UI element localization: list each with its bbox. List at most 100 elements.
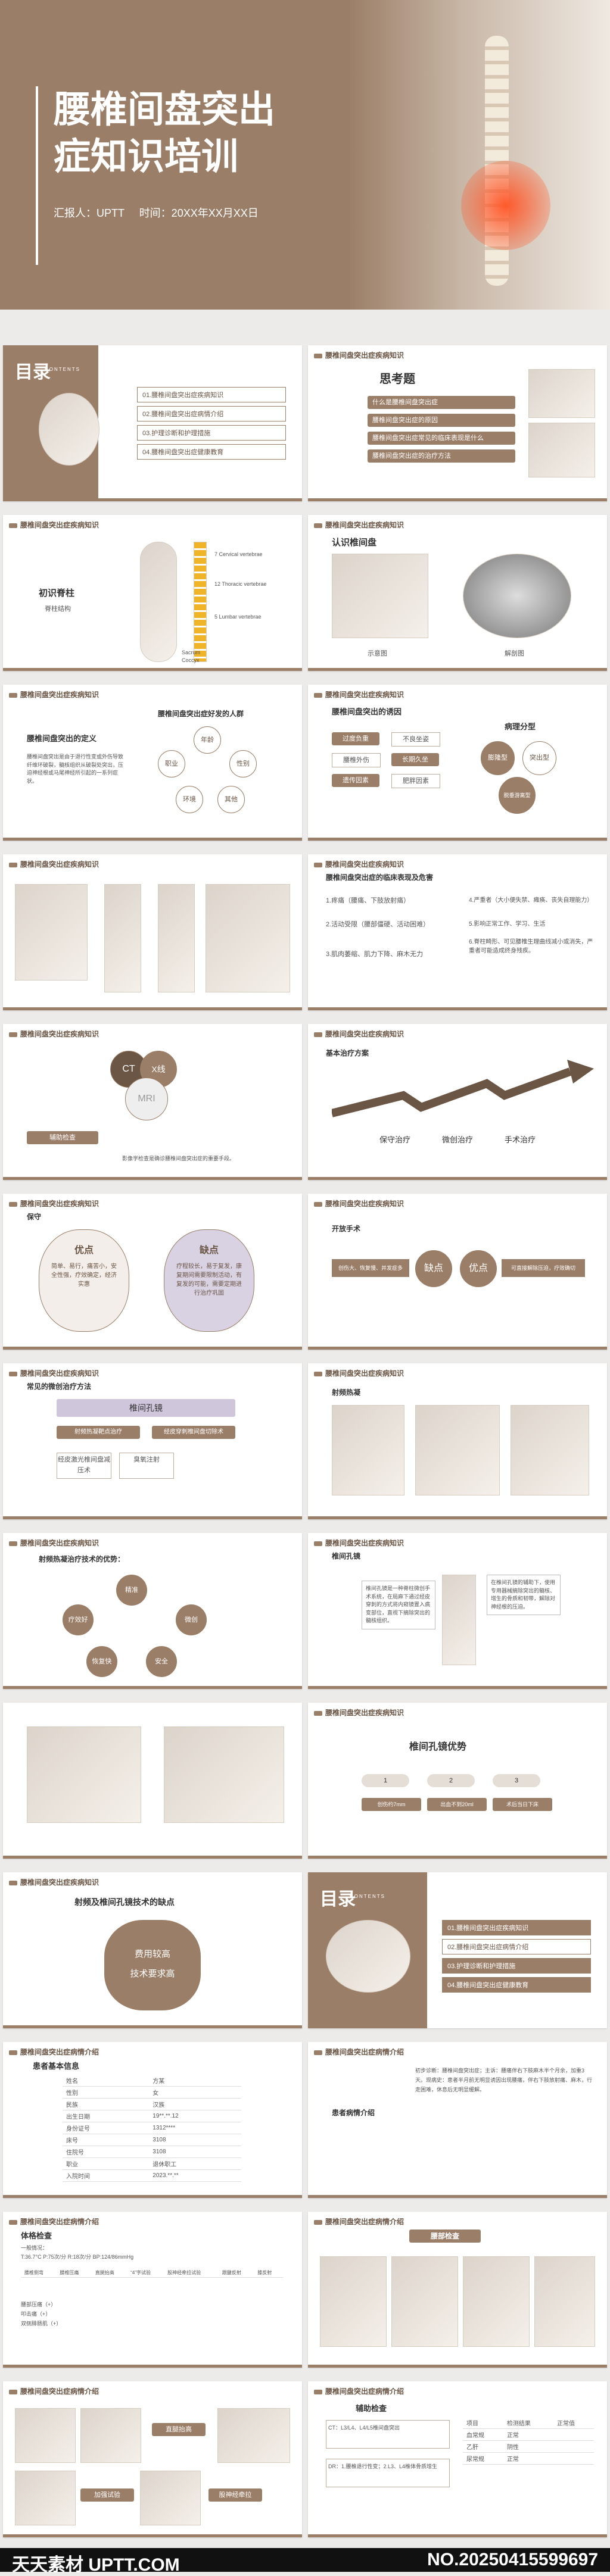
- watermark-left: 天天素材 UPTT.COM: [12, 2555, 180, 2575]
- info-key: 身份证号: [63, 2122, 150, 2134]
- surgery-right-arrow: 可直接解除压迫，疗效确切: [502, 1259, 585, 1277]
- slide-header: 腰椎间盘突出症疾病知识: [9, 1538, 99, 1548]
- exam-col: 直腿抬高: [91, 2268, 127, 2278]
- cons-con-text: 疗程较长，易于复发，康复期间需要限制活动，有复发的可能，需要定期进行治疗巩固: [176, 1263, 242, 1297]
- toc-slide: 目录 CONTENTS 01.腰椎间盘突出症疾病知识 02.腰椎间盘突出症病情介…: [3, 345, 302, 501]
- toc2-item-2[interactable]: 02.腰椎间盘突出症病情介绍: [442, 1939, 591, 1954]
- exam-sub: 一般情况：: [21, 2245, 48, 2251]
- flow-item-2: 加强试验: [80, 2488, 134, 2502]
- toc2-item-1[interactable]: 01.腰椎间盘突出症疾病知识: [442, 1920, 591, 1935]
- think-item-3: 腰椎间盘突出症常见的临床表现是什么: [368, 432, 515, 445]
- clinic-item-6: 6.脊柱畸形、可见腰椎生理曲线减小或消失，严重者可能造成终身残疾。: [469, 939, 593, 954]
- type-2: 突出型: [522, 741, 556, 775]
- info-val: 退休职工: [149, 2157, 241, 2170]
- endo-adv-slide: 腰椎间盘突出症疾病知识 椎间孔镜优势 1 2 3 创伤约7mm 出血不到20ml…: [308, 1703, 607, 1859]
- slide-footer: [3, 838, 302, 841]
- plan-item-2: 微创治疗: [442, 1135, 474, 1144]
- slide-footer: [3, 1516, 302, 1519]
- clinic-item-4: 4.严重者（大小便失禁、瘫痪、丧失自理能力）: [469, 897, 593, 904]
- rf-image-1: [332, 1405, 404, 1495]
- rf-image-2: [415, 1405, 500, 1495]
- spine-title: 初识脊柱: [39, 588, 75, 598]
- cover-meta: 汇报人：UPTT 时间：20XX年XX月XX日: [54, 205, 411, 220]
- slide-footer: [308, 2534, 607, 2537]
- flow-photo-2: [80, 2408, 141, 2463]
- info-key: 姓名: [63, 2075, 150, 2087]
- toc2-item-4[interactable]: 04.腰椎间盘突出症健康教育: [442, 1977, 591, 1993]
- rf-adv-slide: 腰椎间盘突出症疾病知识 射频热凝治疗技术的优势： 精准 微创 安全 恢复快 疗效…: [3, 1533, 302, 1689]
- exam-col: “4”字试验: [127, 2268, 164, 2278]
- info-title: 患者基本信息: [33, 2062, 80, 2071]
- imaging-pill: 辅助检查: [27, 1131, 98, 1144]
- cons-title: 保守: [27, 1213, 42, 1221]
- disc-slide: 腰椎间盘突出症疾病知识 认识椎间盘 示意图 解剖图: [308, 515, 607, 671]
- flow-item-1: 直腿抬高: [152, 2423, 206, 2436]
- defect-1: 费用较高: [134, 1949, 170, 1959]
- toc-item-1[interactable]: 01.腰椎间盘突出症疾病知识: [137, 387, 286, 402]
- slide-footer: [308, 1686, 607, 1689]
- toc-item-3[interactable]: 03.护理诊断和护理措施: [137, 425, 286, 441]
- endo-adv-title: 椎间孔镜优势: [409, 1742, 467, 1752]
- rf-adv-2: 微创: [176, 1604, 207, 1635]
- lumbar-slide: 腰椎间盘突出症病情介绍 腰部检查: [308, 2212, 607, 2368]
- anatomy-image-2: [104, 884, 141, 992]
- toc-word: 目录: [15, 363, 51, 382]
- info-val: 3108: [149, 2134, 241, 2146]
- flow-photo-1: [15, 2408, 76, 2463]
- cause-5: 遗传因素: [332, 774, 379, 787]
- slide-footer: [3, 1347, 302, 1350]
- think-image-2: [528, 423, 595, 477]
- spine-slide: 腰椎间盘突出症疾病知识 初识脊柱 脊柱结构 7 Cervical vertebr…: [3, 515, 302, 671]
- exam-col: 腰椎压痛: [56, 2268, 92, 2278]
- slide-header: 腰椎间盘突出症疾病知识: [9, 1029, 99, 1039]
- endo-left: 椎间孔镜是一种脊柱微创手术系统，在局麻下通过经皮穿刺的方式将内窥镜置入病变部位，…: [362, 1581, 435, 1629]
- info-key: 职业: [63, 2157, 150, 2170]
- aux-slide: 腰椎间盘突出症病情介绍 辅助检查 CT：L3/L4、L4/L5椎间盘突出 DR：…: [308, 2381, 607, 2537]
- slide-header: 腰椎间盘突出症疾病知识: [9, 520, 99, 530]
- rf-adv-3: 安全: [146, 1646, 177, 1677]
- info-key: 住院号: [63, 2146, 150, 2158]
- exam-row-2: 叩击痛（+）: [21, 2311, 51, 2317]
- aux-cell: 阴性: [503, 2440, 554, 2453]
- spine-label-3: 5 Lumbar vertebrae: [214, 614, 262, 620]
- watermark-right: NO.20250415599697: [427, 2550, 598, 2569]
- slide-footer: [308, 838, 607, 841]
- row-7: 腰椎间盘突出症疾病知识 常见的微创治疗方法 椎间孔镜 射频热凝靶点治疗 经皮穿刺…: [0, 1357, 610, 1524]
- think-item-4: 腰椎间盘突出症的治疗方法: [368, 449, 515, 463]
- row-10: 腰椎间盘突出症疾病知识 射频及椎间孔镜技术的缺点 费用较高 技术要求高 目录 C…: [0, 1866, 610, 2033]
- toc-item-2[interactable]: 02.腰椎间盘突出症病情介绍: [137, 406, 286, 421]
- disc-label-a: 示意图: [368, 650, 387, 657]
- toc2-item-3[interactable]: 03.护理诊断和护理措施: [442, 1958, 591, 1974]
- spine-bullet: 脊柱结构: [45, 605, 71, 613]
- row-3: 腰椎间盘突出症疾病知识 腰椎间盘突出的定义 腰椎间盘突出是由于退行性变或外伤导致…: [0, 679, 610, 845]
- rf-adv-title: 射频热凝治疗技术的优势：: [39, 1555, 125, 1563]
- cause-4: 长期久坐: [391, 753, 439, 766]
- rf-adv-1: 精准: [116, 1575, 147, 1606]
- imaging-slide: 腰椎间盘突出症疾病知识 CT X线 MRI 辅助检查 影像学检查是确诊腰椎间盘突…: [3, 1024, 302, 1180]
- plan-item-3: 手术治疗: [505, 1135, 536, 1144]
- rf-adv-4: 恢复快: [86, 1646, 117, 1677]
- slide-footer: [308, 498, 607, 501]
- slide-header: 腰椎间盘突出症疾病知识: [9, 859, 99, 869]
- info-key: 性别: [63, 2086, 150, 2099]
- slide-header: 腰椎间盘突出症病情介绍: [314, 2216, 404, 2227]
- endo-slide: 腰椎间盘突出症疾病知识 椎间孔镜 椎间孔镜是一种脊柱微创手术系统，在局麻下通过经…: [308, 1533, 607, 1689]
- minimal-item-3: 经皮穿刺椎间盘切除术: [152, 1426, 235, 1439]
- exam-col: 膝反射: [254, 2268, 283, 2278]
- slide-footer: [308, 1347, 607, 1350]
- anatomy-image-3: [158, 884, 195, 992]
- flow-slide: 腰椎间盘突出症病情介绍 直腿抬高 加强试验 股神经牵拉: [3, 2381, 302, 2537]
- aux-cell: 正常: [503, 2428, 554, 2441]
- slide-footer: [308, 1007, 607, 1010]
- toc-item-4[interactable]: 04.腰椎间盘突出症健康教育: [137, 444, 286, 460]
- toc2-en: CONTENTS: [350, 1894, 385, 1899]
- info-val: 女: [149, 2086, 241, 2099]
- type-title: 病理分型: [505, 722, 536, 731]
- defect-slide: 腰椎间盘突出症疾病知识 射频及椎间孔镜技术的缺点 费用较高 技术要求高: [3, 1872, 302, 2028]
- defect-title: 射频及椎间孔镜技术的缺点: [74, 1897, 175, 1907]
- cause-title: 腰椎间盘突出的诱因: [332, 707, 402, 716]
- cover-reporter: 汇报人：UPTT: [54, 207, 125, 219]
